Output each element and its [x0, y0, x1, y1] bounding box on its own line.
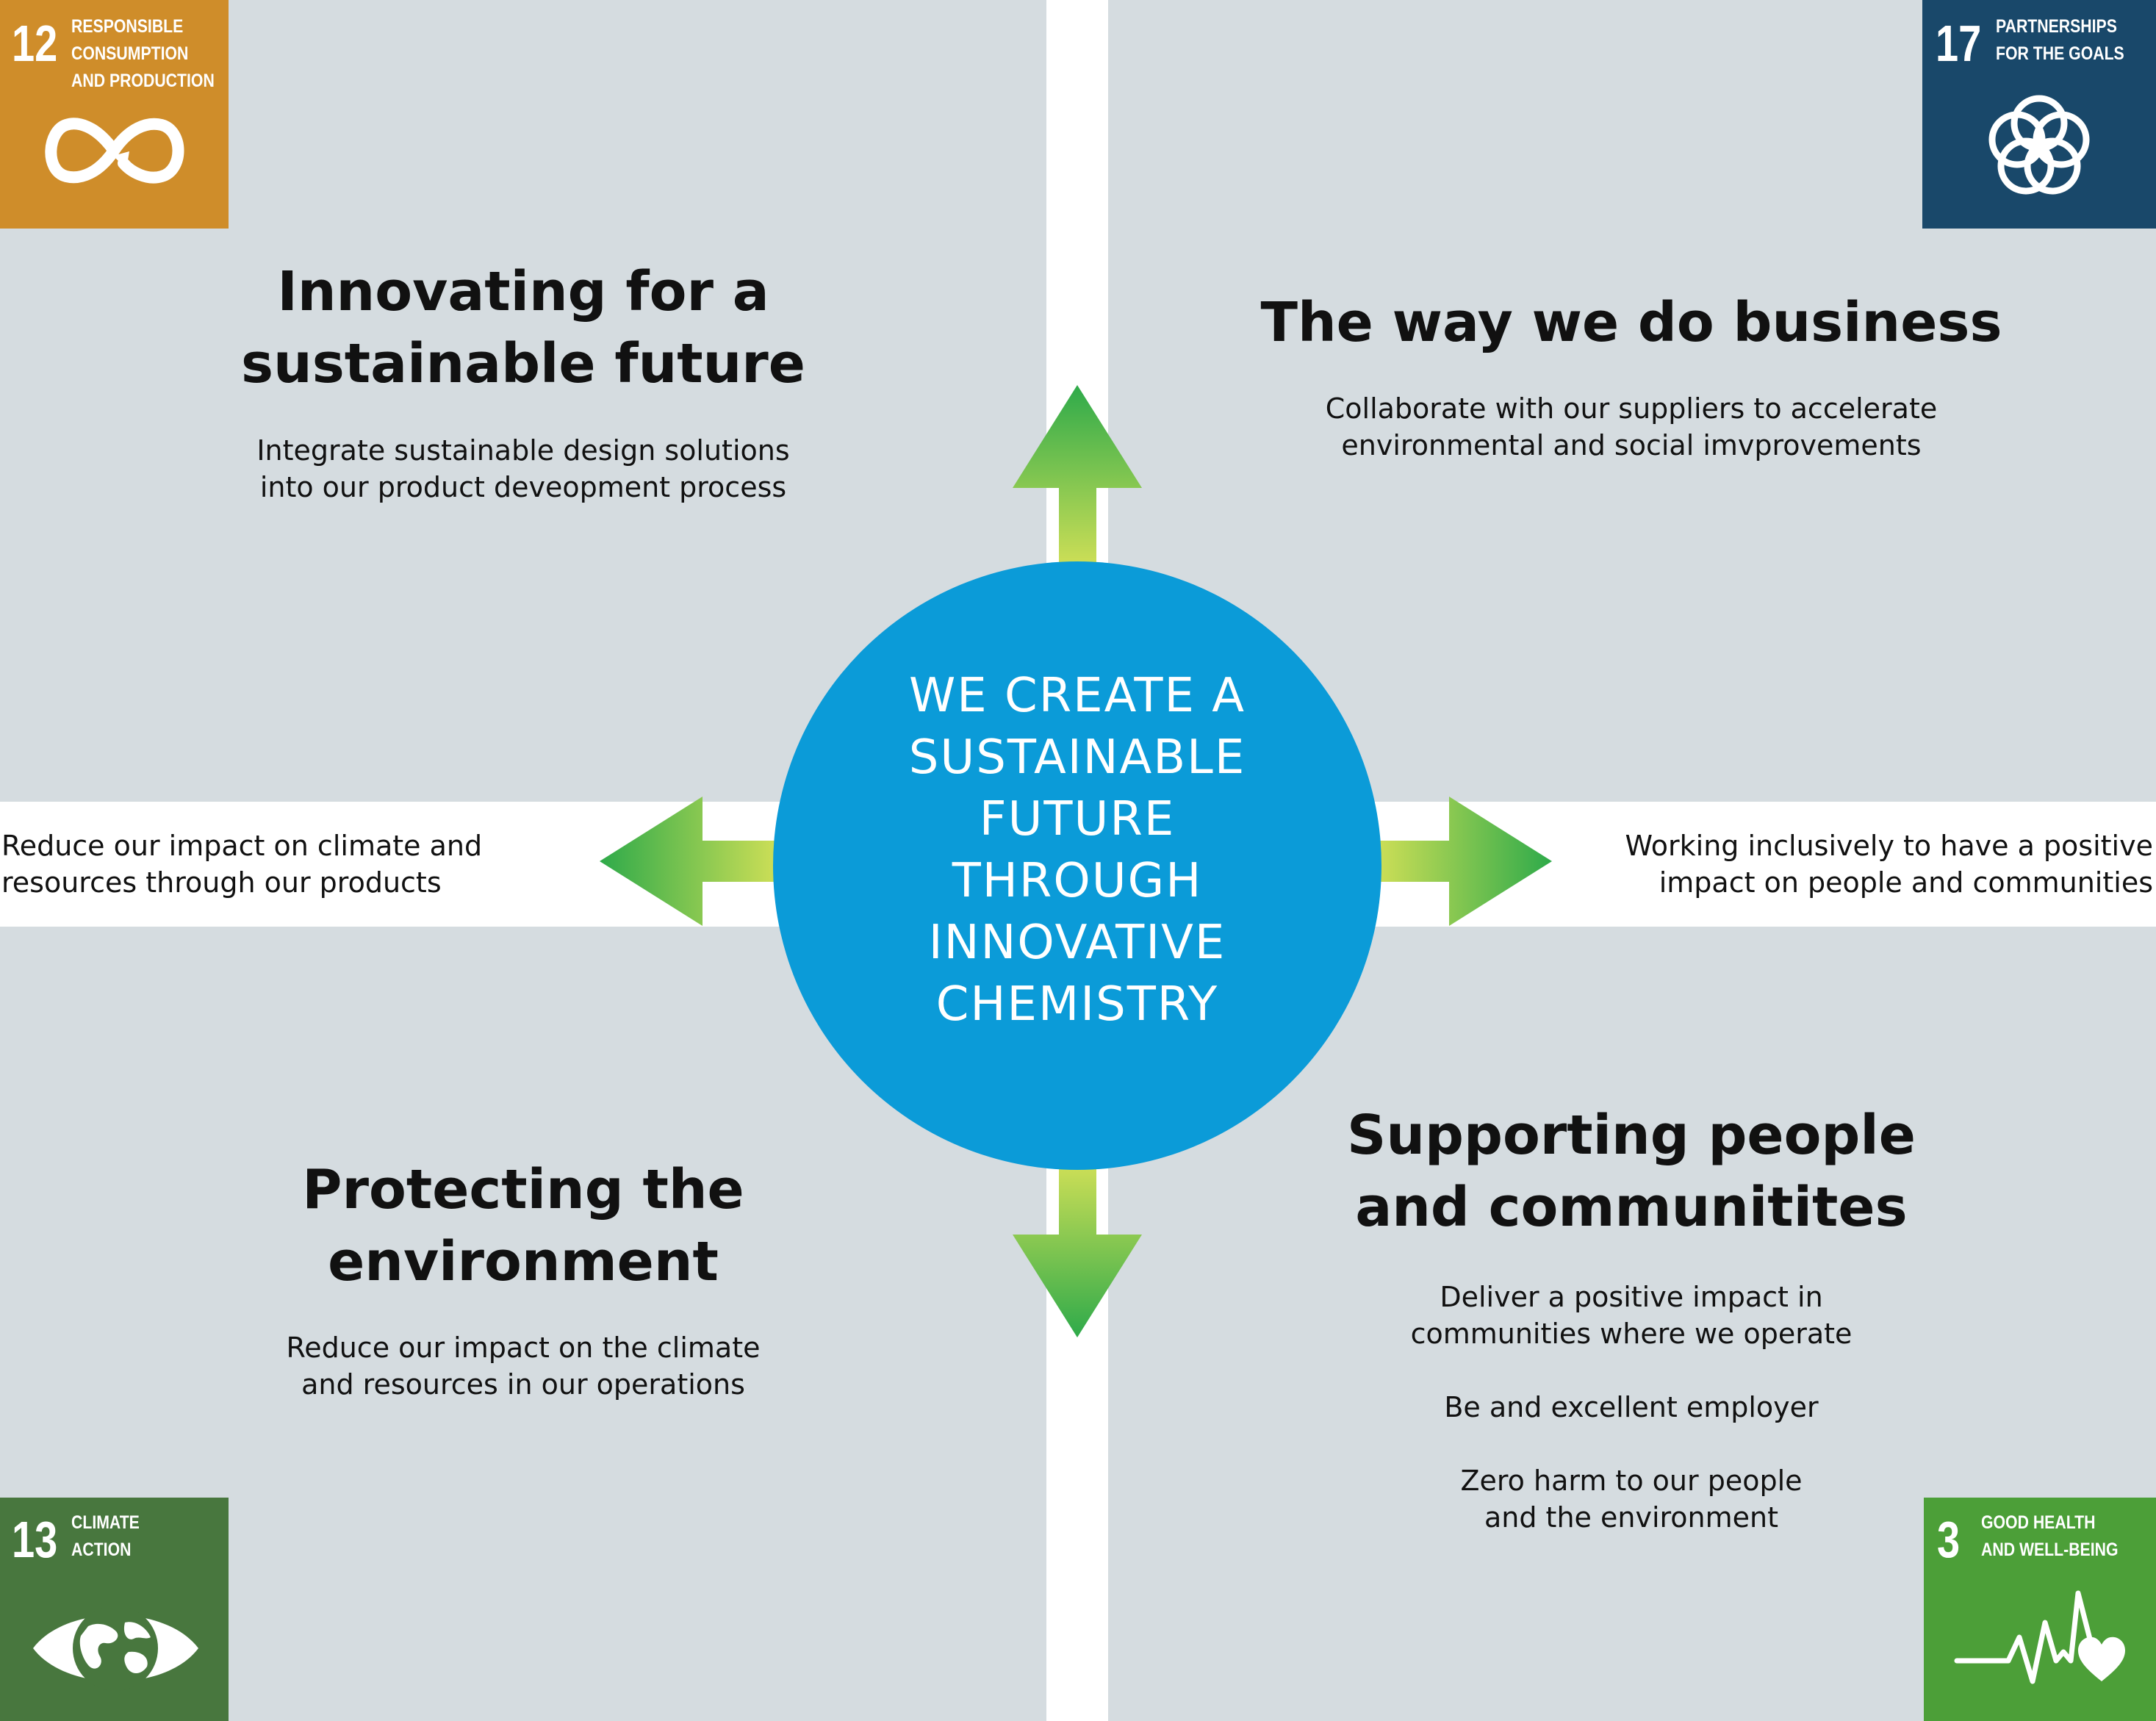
- center-circle: [773, 561, 1381, 1170]
- center-line: FUTURE: [979, 792, 1176, 847]
- title-line: Supporting people: [1347, 1104, 1916, 1167]
- text-line: into our product deveopment process: [259, 471, 787, 503]
- supporting-text-zero-harm: Zero harm to our people and the environm…: [1227, 1462, 2035, 1536]
- sdg-label-line: PARTNERSHIPS: [1996, 16, 2117, 37]
- sdg-label-line: ACTION: [71, 1539, 132, 1560]
- sdg-label-line: CLIMATE: [71, 1512, 140, 1533]
- supporting-title: Supporting people and communitites: [1227, 1099, 2035, 1243]
- arrow-up: [1013, 385, 1142, 573]
- text-line: environmental and social imvprovements: [1341, 429, 1922, 461]
- sdg-label-line: CONSUMPTION: [71, 43, 189, 64]
- title-line: sustainable future: [241, 332, 805, 395]
- protecting-title: Protecting the environment: [193, 1154, 854, 1298]
- text-line: Deliver a positive impact in: [1440, 1281, 1823, 1313]
- sdg-label-line: RESPONSIBLE: [71, 16, 184, 37]
- sdg-label: PARTNERSHIPS FOR THE GOALS: [1996, 13, 2124, 68]
- center-line: THROUGH: [952, 854, 1203, 908]
- text-line: communities where we operate: [1410, 1318, 1853, 1350]
- title-line: The way we do business: [1260, 291, 2002, 354]
- sdg-label: RESPONSIBLE CONSUMPTION AND PRODUCTION: [71, 13, 215, 95]
- center-line: WE CREATE A: [908, 669, 1246, 723]
- center-line: SUSTAINABLE: [908, 730, 1246, 785]
- right-side-text: Working inclusively to have a positive i…: [1568, 827, 2153, 901]
- eye-globe-icon: [33, 1606, 198, 1691]
- sdg-number: 13: [12, 1511, 58, 1568]
- arrow-left: [600, 797, 785, 926]
- title-line: Protecting the: [302, 1158, 744, 1221]
- heartbeat-icon: [1954, 1590, 2125, 1684]
- arrow-right: [1370, 797, 1552, 926]
- sdg-label: GOOD HEALTH AND WELL-BEING: [1981, 1509, 2119, 1564]
- sdg-number: 17: [1936, 15, 1982, 72]
- business-text: Collaborate with our suppliers to accele…: [1227, 390, 2035, 464]
- title-line: Innovating for a: [277, 260, 769, 323]
- text-line: Reduce our impact on climate and: [1, 830, 483, 862]
- sdg-17-badge: 17 PARTNERSHIPS FOR THE GOALS: [1922, 0, 2156, 229]
- infinity-icon: [45, 118, 184, 184]
- text-line: and resources in our operations: [301, 1368, 745, 1401]
- text-line: Integrate sustainable design solutions: [256, 434, 790, 467]
- sdg-label-line: GOOD HEALTH: [1981, 1512, 2096, 1533]
- text-line: Collaborate with our suppliers to accele…: [1325, 392, 1938, 425]
- text-line: resources through our products: [1, 866, 442, 899]
- center-line: INNOVATIVE: [928, 916, 1226, 970]
- sdg-12-badge: 12 RESPONSIBLE CONSUMPTION AND PRODUCTIO…: [0, 0, 229, 229]
- sdg-label-line: AND WELL-BEING: [1981, 1539, 2119, 1560]
- sdg-label-line: FOR THE GOALS: [1996, 43, 2124, 64]
- rings-icon: [1988, 95, 2090, 195]
- innovating-title: Innovating for a sustainable future: [193, 256, 854, 400]
- sdg-3-badge: 3 GOOD HEALTH AND WELL-BEING: [1924, 1498, 2156, 1721]
- text-line: Zero harm to our people: [1460, 1465, 1803, 1497]
- arrow-down: [1013, 1157, 1142, 1337]
- text-line: impact on people and communities: [1659, 866, 2153, 899]
- sdg-13-badge: 13 CLIMATE ACTION: [0, 1498, 229, 1721]
- text-line: Reduce our impact on the climate: [286, 1332, 761, 1364]
- sdg-label: CLIMATE ACTION: [71, 1509, 140, 1564]
- center-line: CHEMISTRY: [935, 977, 1219, 1032]
- supporting-text-employer: Be and excellent employer: [1227, 1389, 2035, 1426]
- title-line: environment: [328, 1230, 719, 1293]
- center-statement: WE CREATE A SUSTAINABLE FUTURE THROUGH I…: [773, 665, 1381, 1035]
- left-side-text: Reduce our impact on climate and resourc…: [1, 827, 560, 901]
- sdg-label-line: AND PRODUCTION: [71, 71, 215, 91]
- title-line: and communitites: [1355, 1176, 1908, 1239]
- text-line: Working inclusively to have a positive: [1625, 830, 2153, 862]
- innovating-text: Integrate sustainable design solutions i…: [193, 432, 854, 506]
- protecting-text: Reduce our impact on the climate and res…: [193, 1329, 854, 1403]
- sdg-number: 3: [1937, 1511, 1961, 1568]
- business-title: The way we do business: [1227, 287, 2035, 359]
- sdg-number: 12: [12, 15, 58, 72]
- supporting-text-communities: Deliver a positive impact in communities…: [1227, 1279, 2035, 1352]
- text-line: and the environment: [1484, 1501, 1779, 1534]
- text-line: Be and excellent employer: [1444, 1391, 1819, 1423]
